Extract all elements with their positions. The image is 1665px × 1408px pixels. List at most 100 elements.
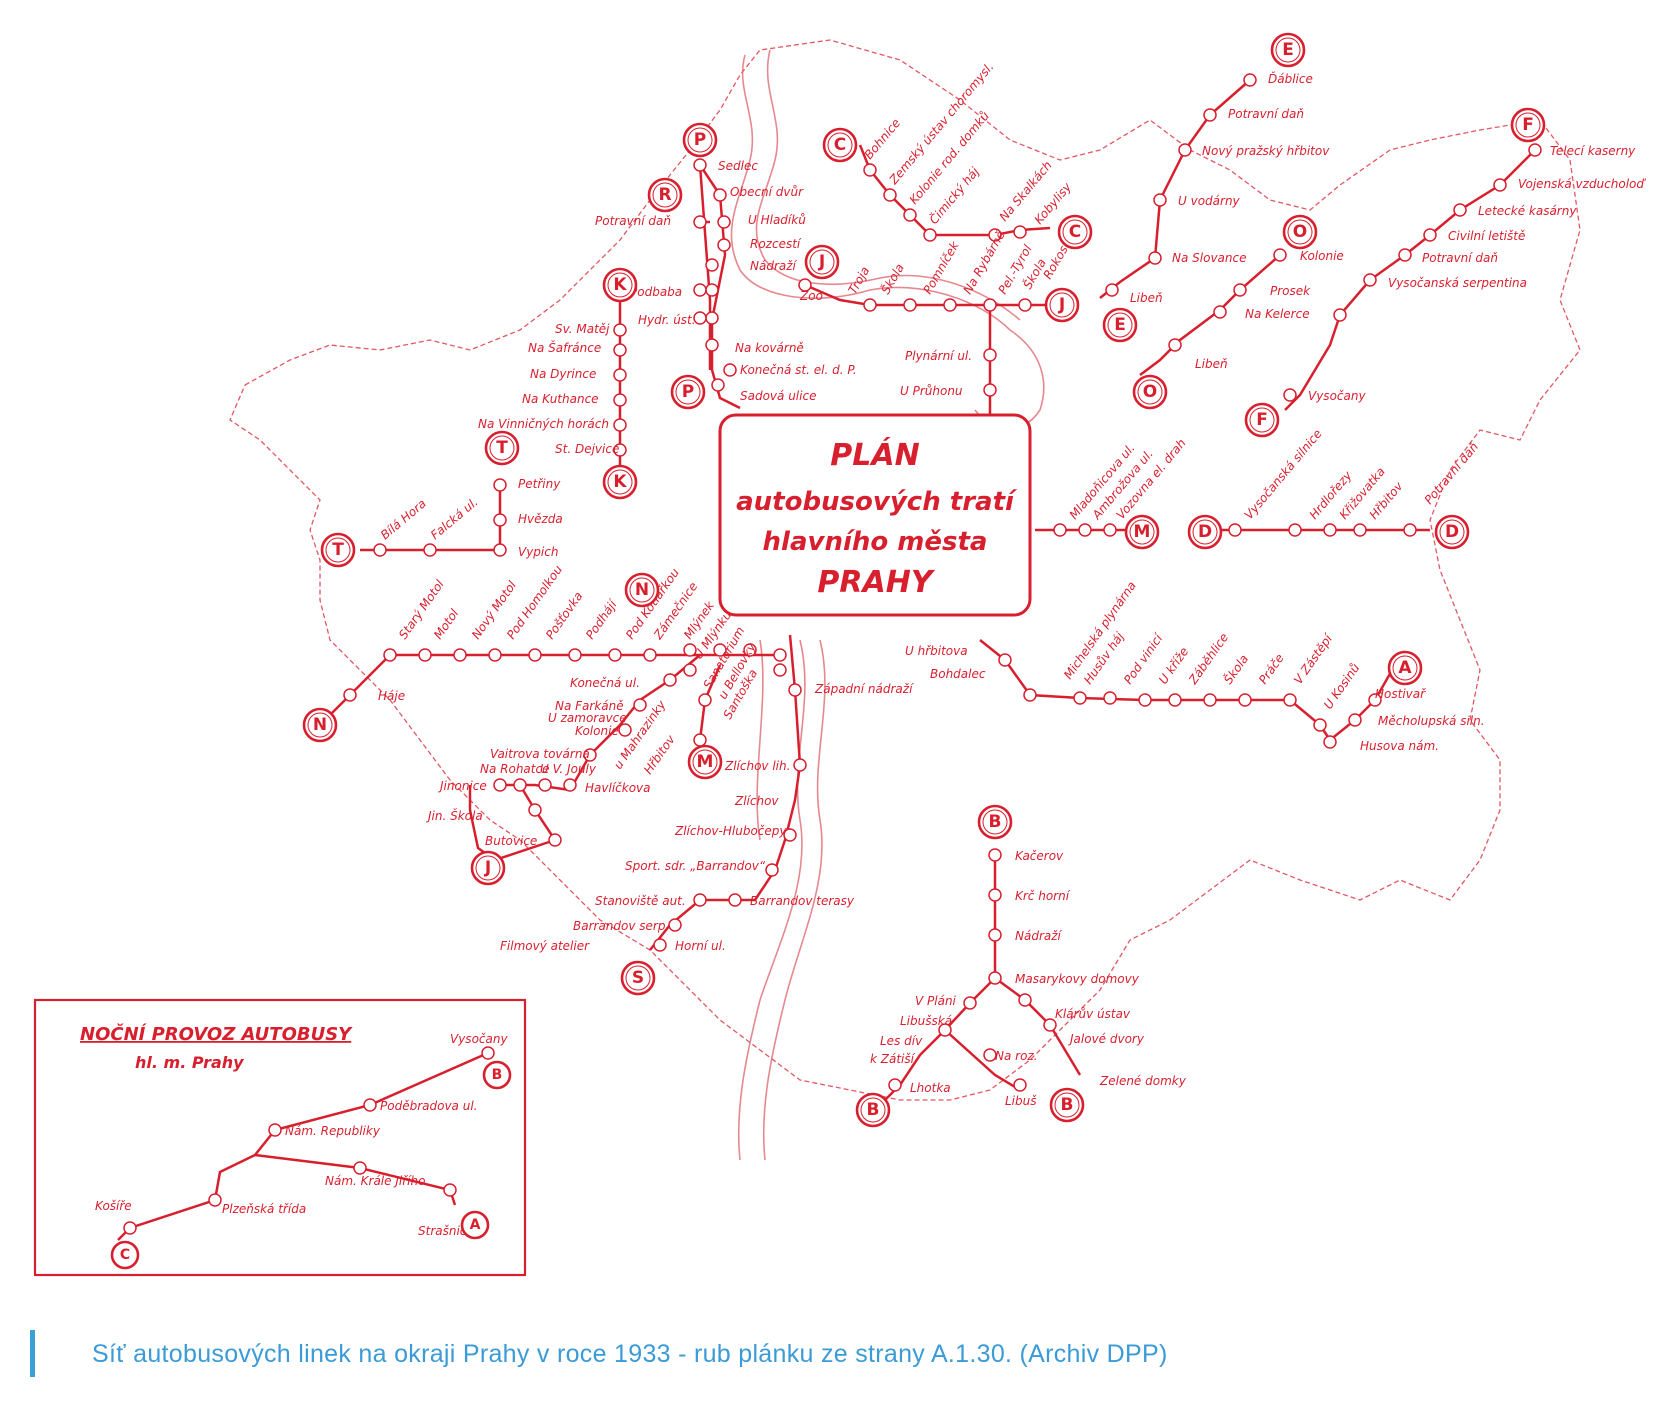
- stop-label: Masarykovy domovy: [1015, 972, 1140, 986]
- stop-label: Na Kuthance: [522, 392, 599, 406]
- route-badge-j: J: [1044, 287, 1080, 323]
- stop-label: Na roz.: [995, 1049, 1038, 1063]
- stop-label: Pomníček: [920, 238, 962, 296]
- title-line-2: autobusových tratí: [736, 487, 1018, 517]
- route-badge-k: K: [602, 267, 638, 303]
- stop-label: Falcká ul.: [428, 495, 481, 542]
- stop-label: U Kosinů: [1321, 661, 1363, 712]
- svg-text:F: F: [1522, 115, 1534, 135]
- svg-text:N: N: [635, 580, 649, 600]
- stop-label: Sedlec: [718, 159, 758, 173]
- stop-label: Barrandov serp.: [573, 919, 669, 933]
- route-badge-m: M: [1124, 514, 1160, 550]
- inset-badge-c: C: [110, 1240, 140, 1270]
- route-badge-e: E: [1270, 32, 1306, 68]
- svg-text:E: E: [1282, 40, 1294, 60]
- stop-label: Jinonice: [438, 779, 487, 793]
- route-badge-n: N: [624, 572, 660, 608]
- svg-text:J: J: [1058, 295, 1065, 315]
- title-block: PLÁN autobusových tratí hlavního města P…: [718, 413, 1032, 617]
- inset-title: NOČNÍ PROVOZ AUTOBUSY: [80, 1023, 353, 1045]
- inset-badge-a: A: [460, 1210, 490, 1240]
- svg-text:C: C: [834, 135, 846, 155]
- stop-label: Zlíchov lih.: [724, 759, 790, 773]
- route-badge-b: B: [855, 1092, 891, 1128]
- stop-label: Telecí kaserny: [1550, 144, 1636, 158]
- stop-label: Prosek: [1270, 284, 1311, 298]
- stop-label: Vysočany: [1308, 389, 1366, 403]
- stop-label: Barrandov terasy: [750, 894, 855, 908]
- stop-label: Měcholupská siln.: [1378, 714, 1485, 728]
- stop-label: U hřbitova: [905, 644, 968, 658]
- svg-text:S: S: [632, 968, 644, 988]
- route-stops: [123, 73, 1542, 1235]
- route-badge-t: T: [320, 532, 356, 568]
- stop-labels: Sedlec Obecní dvůr U Hladíků Rozcestí Ná…: [95, 60, 1646, 1238]
- stop-label: Vysočany: [450, 1032, 508, 1046]
- route-badge-p: P: [682, 122, 718, 158]
- stop-label: Husova nám.: [1360, 739, 1439, 753]
- city-boundary: [229, 39, 1581, 1101]
- figure-caption: Síť autobusových linek na okraji Prahy v…: [92, 1340, 1168, 1368]
- route-badge-o: O: [1132, 374, 1168, 410]
- svg-text:O: O: [1293, 222, 1307, 242]
- bus-route-map: PLÁN autobusových tratí hlavního města P…: [33, 32, 1646, 1277]
- svg-text:D: D: [1445, 522, 1459, 542]
- stop-label: Libušská: [900, 1014, 952, 1028]
- stop-label: Zlíchov-Hlubočepy: [674, 824, 787, 838]
- stop-label: Konečná st. el. d. P.: [740, 363, 857, 377]
- vltava-river: [730, 54, 1045, 430]
- stop-label: Civilní letiště: [1448, 229, 1525, 243]
- svg-text:M: M: [697, 752, 714, 772]
- stop-label: Vojenská vzducholoď: [1518, 177, 1646, 191]
- svg-text:A: A: [1398, 658, 1412, 678]
- stop-label: Libeň: [1130, 291, 1163, 305]
- stop-label: Havlíčkova: [585, 781, 651, 795]
- stop-label: Libeň: [1195, 357, 1228, 371]
- stop-label: Bílá Hora: [378, 496, 429, 542]
- night-service-inset: NOČNÍ PROVOZ AUTOBUSY hl. m. Prahy: [33, 998, 527, 1277]
- stop-label: U Hladíků: [748, 213, 806, 227]
- svg-text:J: J: [818, 252, 825, 272]
- stop-label: Jin. Škola: [426, 808, 483, 823]
- svg-text:E: E: [1114, 315, 1126, 335]
- route-badge-n: N: [302, 707, 338, 743]
- stop-label: Bohdalec: [930, 667, 986, 681]
- stop-label: Obecní dvůr: [730, 185, 804, 199]
- stop-label: Filmový atelier: [500, 939, 590, 953]
- svg-text:J: J: [484, 858, 491, 878]
- stop-label: Vaitrova továrna: [490, 747, 590, 761]
- route-badge-f: F: [1510, 107, 1546, 143]
- stop-label: Nový pražský hřbitov: [1202, 144, 1330, 158]
- route-badges: P R C C J J K K P E E O O F F T T M M D …: [110, 32, 1546, 1270]
- stop-label: U zamoravce: [548, 711, 627, 725]
- stop-label: Sadová ulice: [740, 389, 816, 403]
- stop-label: Sv. Matěj: [555, 322, 610, 336]
- route-badge-r: R: [647, 177, 683, 213]
- svg-text:M: M: [1134, 522, 1151, 542]
- route-badge-e: E: [1102, 307, 1138, 343]
- route-badge-s: S: [620, 960, 656, 996]
- stop-label: U V. Jouly: [540, 762, 597, 776]
- stop-label: Na Vinničných horách: [478, 417, 609, 431]
- stop-label: Bohnice: [862, 116, 904, 162]
- route-badge-k: K: [602, 464, 638, 500]
- stop-label: Potravní daň: [595, 214, 671, 228]
- route-badge-d: D: [1187, 514, 1223, 550]
- svg-text:N: N: [313, 715, 327, 735]
- svg-text:K: K: [613, 275, 627, 295]
- stop-label: Nám. Krále Jiřího: [325, 1174, 425, 1188]
- svg-text:B: B: [867, 1100, 880, 1120]
- stop-label: Zlíchov: [734, 794, 779, 808]
- svg-text:A: A: [470, 1217, 481, 1233]
- stop-label: Potravní daň: [1422, 440, 1482, 507]
- svg-text:B: B: [492, 1067, 503, 1083]
- stop-label: Kolonie: [575, 724, 619, 738]
- svg-text:P: P: [694, 130, 706, 150]
- stop-label: Horní ul.: [675, 939, 726, 953]
- svg-text:C: C: [120, 1247, 130, 1263]
- stop-label: Na Slovance: [1172, 251, 1246, 265]
- route-badge-c: C: [1057, 214, 1093, 250]
- stop-label: V Pláni: [915, 994, 957, 1008]
- route-badge-c: C: [822, 127, 858, 163]
